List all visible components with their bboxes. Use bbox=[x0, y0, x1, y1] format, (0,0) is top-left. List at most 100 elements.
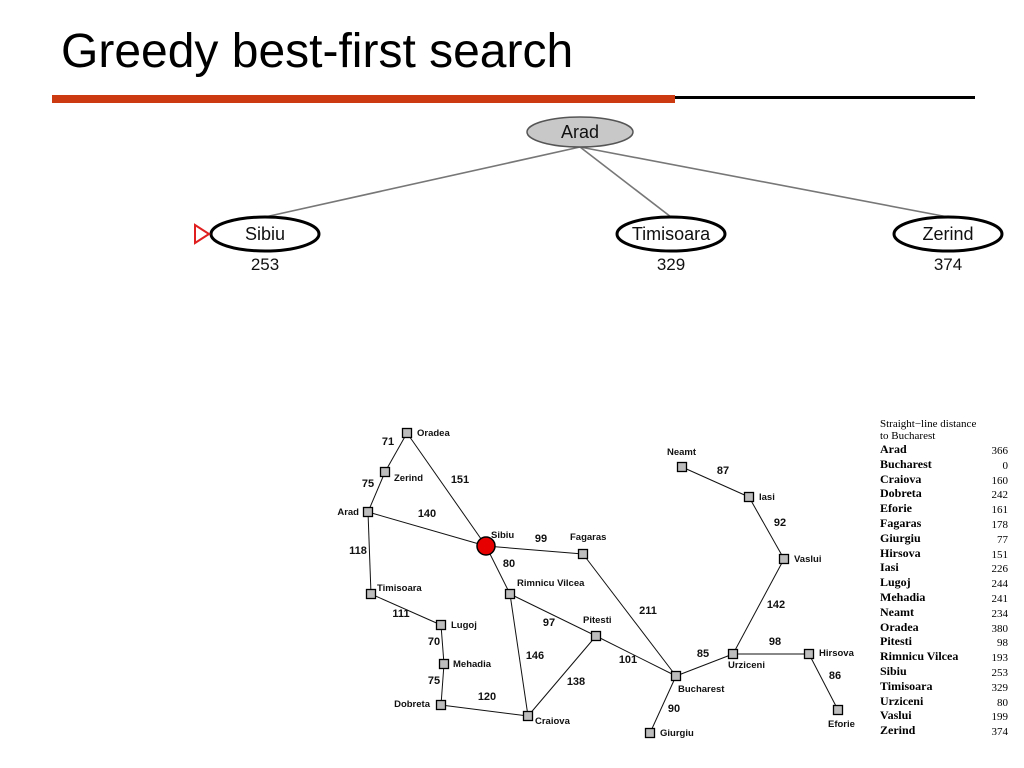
legend-city-name: Timisoara bbox=[880, 678, 933, 693]
city-node-vaslui bbox=[778, 553, 790, 565]
city-label-dobreta: Dobreta bbox=[394, 699, 431, 710]
city-node-timisoara bbox=[365, 588, 377, 600]
road-craiova-pitesti bbox=[527, 635, 597, 717]
road-oradea-sibiu bbox=[406, 432, 487, 547]
road-distance-label: 75 bbox=[362, 478, 374, 490]
road-dobreta-craiova bbox=[440, 704, 529, 717]
city-label-oradea: Oradea bbox=[417, 428, 450, 439]
legend-distance-value: 193 bbox=[991, 652, 1009, 665]
city-node-hirsova bbox=[803, 648, 815, 660]
road-distance-label: 75 bbox=[428, 675, 440, 687]
legend-distance-value: 178 bbox=[991, 518, 1009, 531]
legend-city-name: Sibiu bbox=[880, 663, 907, 678]
legend-city-name: Craiova bbox=[880, 471, 922, 486]
road-bucharest-giurgiu bbox=[649, 675, 677, 734]
road-timisoara-lugoj bbox=[370, 593, 442, 626]
city-node-bucharest bbox=[670, 670, 682, 682]
legend-row: Urziceni 80 bbox=[880, 694, 1008, 709]
city-label-timisoara: Timisoara bbox=[377, 583, 422, 594]
road-distance-label: 120 bbox=[478, 691, 496, 703]
road-distance-label: 90 bbox=[668, 703, 680, 715]
legend-city-name: Neamt bbox=[880, 604, 914, 619]
city-label-vaslui: Vaslui bbox=[794, 554, 821, 565]
legend-distance-value: 160 bbox=[991, 474, 1009, 487]
city-node-giurgiu bbox=[644, 727, 656, 739]
road-urziceni-vaslui bbox=[732, 558, 785, 655]
city-node-rimnicu-vilcea bbox=[504, 588, 516, 600]
tree-node-label-timisoara: Timisoara bbox=[632, 224, 711, 244]
legend-city-name: Giurgiu bbox=[880, 530, 921, 545]
title-rule-accent bbox=[52, 95, 675, 103]
legend-city-name: Eforie bbox=[880, 501, 912, 516]
tree-node-label-sibiu: Sibiu bbox=[245, 224, 285, 244]
city-node-eforie bbox=[832, 704, 844, 716]
tree-root-node bbox=[526, 116, 634, 148]
road-distance-label: 87 bbox=[717, 465, 729, 477]
city-node-craiova bbox=[522, 710, 534, 722]
road-distance-label: 97 bbox=[543, 617, 555, 629]
legend-row: Giurgiu 77 bbox=[880, 531, 1008, 546]
tree-node-timisoara bbox=[615, 215, 727, 253]
city-node-fagaras bbox=[577, 548, 589, 560]
legend-title-line-1: Straight−line distance bbox=[880, 418, 977, 430]
tree-root-label: Arad bbox=[561, 122, 599, 142]
road-distance-label: 146 bbox=[526, 650, 544, 662]
city-label-rimnicu-vilcea: Rimnicu Vilcea bbox=[517, 578, 585, 589]
current-city-marker bbox=[476, 536, 496, 556]
tree-edge bbox=[264, 146, 581, 218]
city-label-fagaras: Fagaras bbox=[570, 532, 606, 543]
legend-city-name: Pitesti bbox=[880, 634, 912, 649]
legend-city-name: Lugoj bbox=[880, 575, 911, 590]
legend-distance-value: 226 bbox=[991, 563, 1009, 576]
city-node-mehadia bbox=[438, 658, 450, 670]
legend-distance-value: 77 bbox=[997, 533, 1008, 546]
road-rimnicu-vilcea-craiova bbox=[509, 593, 529, 717]
road-distance-label: 101 bbox=[619, 654, 637, 666]
road-arad-sibiu bbox=[367, 511, 487, 547]
city-label-giurgiu: Giurgiu bbox=[660, 728, 694, 739]
city-label-eforie: Eforie bbox=[828, 719, 855, 730]
road-distance-label: 142 bbox=[767, 599, 785, 611]
legend-city-name: Zerind bbox=[880, 723, 916, 738]
legend-city-name: Mehadia bbox=[880, 589, 926, 604]
legend-city-name: Bucharest bbox=[880, 456, 932, 471]
legend-distance-value: 380 bbox=[991, 622, 1009, 635]
legend-distance-value: 366 bbox=[991, 445, 1009, 457]
legend-distance-value: 80 bbox=[997, 696, 1008, 709]
tree-node-sibiu bbox=[209, 215, 321, 253]
tree-edge bbox=[579, 146, 672, 218]
city-label-arad: Arad bbox=[337, 507, 359, 518]
city-node-pitesti bbox=[590, 630, 602, 642]
road-rimnicu-vilcea-pitesti bbox=[509, 593, 597, 637]
legend-distance-value: 151 bbox=[991, 548, 1009, 561]
tree-node-heuristic-sibiu: 253 bbox=[251, 255, 279, 274]
legend-city-name: Oradea bbox=[880, 619, 919, 634]
road-arad-timisoara bbox=[367, 511, 372, 595]
tree-node-label-zerind: Zerind bbox=[922, 224, 973, 244]
legend-row: Eforie 161 bbox=[880, 501, 1008, 516]
legend-distance-value: 161 bbox=[991, 504, 1009, 517]
city-label-urziceni: Urziceni bbox=[728, 660, 765, 671]
road-mehadia-dobreta bbox=[440, 663, 445, 706]
road-vaslui-iasi bbox=[748, 496, 785, 560]
road-distance-label: 70 bbox=[428, 636, 440, 648]
city-node-neamt bbox=[676, 461, 688, 473]
city-node-zerind bbox=[379, 466, 391, 478]
tree-node-heuristic-timisoara: 329 bbox=[657, 255, 685, 274]
road-distance-label: 211 bbox=[639, 605, 657, 617]
legend-row: Oradea 380 bbox=[880, 620, 1008, 635]
city-node-iasi bbox=[743, 491, 755, 503]
legend-city-name: Urziceni bbox=[880, 693, 924, 708]
legend-city-name: Vaslui bbox=[880, 708, 912, 723]
